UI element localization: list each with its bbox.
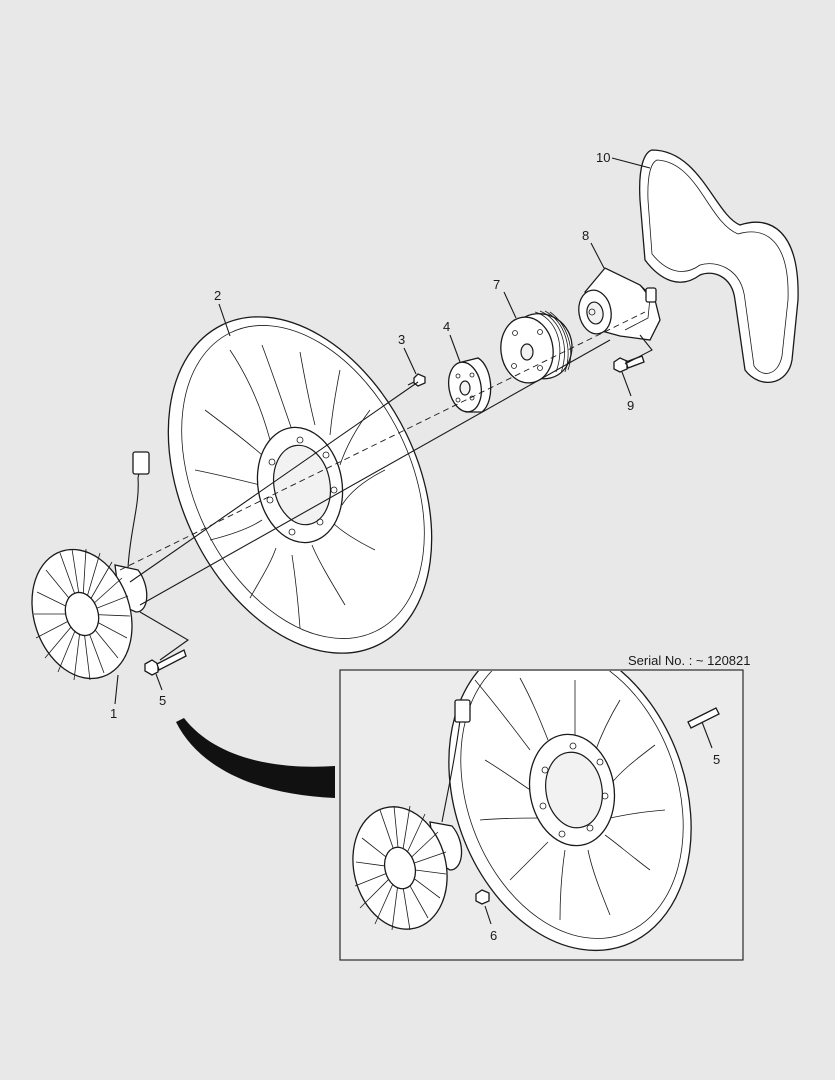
callout-9: 9 xyxy=(627,398,634,413)
callout-3: 3 xyxy=(398,332,405,347)
reference-arrow xyxy=(176,718,335,798)
assembly-axes xyxy=(119,311,653,661)
callout-8: 8 xyxy=(582,228,589,243)
inset-frame xyxy=(339,669,744,961)
inset-stud xyxy=(687,707,720,749)
callout-leaders xyxy=(114,157,651,705)
callout-5: 5 xyxy=(159,693,166,708)
callout-4: 4 xyxy=(443,319,450,334)
inset-callout-6: 6 xyxy=(490,928,497,943)
inset-fan-clutch xyxy=(352,699,471,931)
inset-nut xyxy=(475,889,492,925)
fan xyxy=(167,316,433,654)
callout-10: 10 xyxy=(596,150,610,165)
pulley xyxy=(500,310,573,384)
fan-blades xyxy=(194,344,386,629)
bolt-9 xyxy=(613,355,645,373)
spacer xyxy=(448,357,492,413)
drive-belt xyxy=(639,149,799,383)
water-pump xyxy=(578,267,661,341)
inset-fan xyxy=(448,671,692,952)
fan-clutch xyxy=(31,451,150,681)
inset-serial-number: Serial No. : ~ 120821 xyxy=(628,653,751,668)
bolt-3 xyxy=(407,373,426,387)
inset-callout-5: 5 xyxy=(713,752,720,767)
callout-1: 1 xyxy=(110,706,117,721)
callout-7: 7 xyxy=(493,277,500,292)
bolt-5 xyxy=(144,649,187,676)
callout-2: 2 xyxy=(214,288,221,303)
